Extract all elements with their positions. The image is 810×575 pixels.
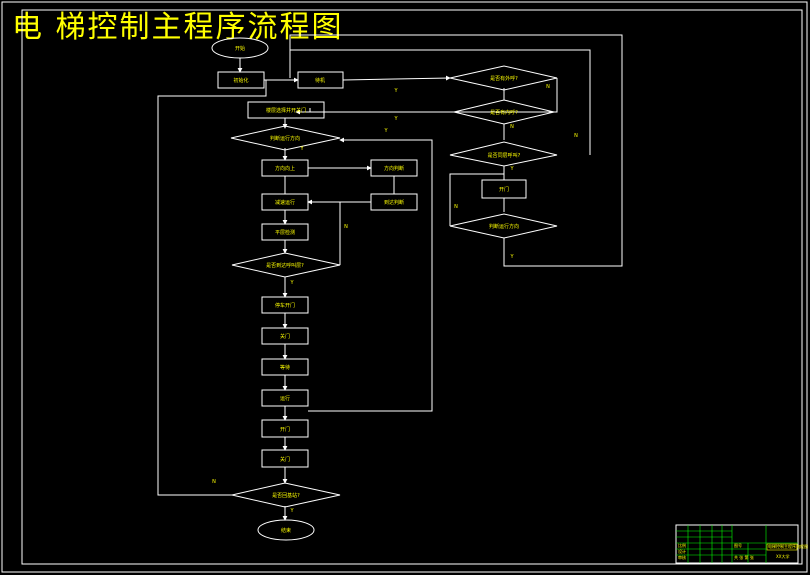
tb-drawing-no: 图号	[734, 542, 742, 548]
tb-design: 设计	[678, 548, 686, 554]
close-label: 关门	[280, 333, 290, 340]
start-terminal	[211, 37, 269, 59]
standby-label: 待机	[315, 77, 325, 84]
edge-label-n1: N	[546, 84, 550, 90]
same-floor-label: 是否同层呼叫?	[488, 152, 521, 159]
reach-floor-label: 是否到达呼叫层?	[266, 262, 304, 269]
floor-select-label: 楼层选择并开关门	[266, 107, 306, 114]
dir-decision	[230, 125, 341, 151]
decel-label: 减速运行	[275, 199, 295, 206]
open-door-box	[481, 179, 527, 199]
close2-box	[261, 449, 309, 468]
open-label: 开门	[280, 426, 290, 433]
level-label: 平层检测	[275, 229, 295, 236]
reach-box	[370, 193, 418, 211]
open-box	[261, 419, 309, 438]
init-box	[217, 71, 265, 89]
flow-shapes	[211, 37, 558, 541]
end-label: 结束	[281, 527, 291, 534]
reach-floor-decision	[231, 252, 341, 278]
tb-sheets: 共 张 第 张	[734, 554, 754, 560]
page-title: 电 梯控制主程序流程图	[12, 10, 344, 45]
judge-dir-decision	[449, 213, 558, 239]
edge-label-n8: N	[212, 479, 216, 485]
edge-label-n2: N	[510, 124, 514, 130]
flow-lines	[157, 34, 623, 521]
stop-box	[261, 296, 309, 314]
tb-school: XX大学	[776, 553, 789, 559]
edge-label-y2: Y	[393, 116, 398, 122]
edge-label-y7: Y	[289, 280, 294, 286]
judge-dir-label: 判断运行方向	[489, 223, 519, 230]
edge-label-y3: Y	[383, 128, 388, 134]
hall-call-label: 是否有外呼?	[490, 75, 518, 82]
check-decision	[231, 482, 341, 508]
edge-label-y8: Y	[289, 508, 294, 514]
edge-label-y1: Y	[393, 88, 398, 94]
car-call-decision	[453, 99, 555, 125]
end-terminal	[257, 519, 315, 541]
inner-frame	[21, 9, 803, 565]
open-door-label: 开门	[499, 186, 509, 193]
flow-labels: 开始 初始化 待机 是否有外呼? 是否有内呼? 是否同层呼叫? 开门 判断运行方…	[212, 45, 578, 534]
edge-label-y4: Y	[299, 146, 304, 152]
same-floor-decision	[449, 141, 558, 167]
standby-box	[297, 71, 344, 89]
car-call-label: 是否有内呼?	[490, 109, 518, 116]
edge-label-y5: Y	[509, 166, 514, 172]
run-box	[261, 389, 309, 407]
edge-label-n3: N	[574, 133, 578, 139]
dir-judge-label: 方向判断	[384, 165, 404, 172]
stop-label: 停车开门	[275, 302, 295, 309]
edge-label-n6: N	[344, 224, 348, 230]
init-label: 初始化	[233, 77, 248, 84]
close-box	[261, 327, 309, 345]
tb-title: 电梯控制主程序流程图	[768, 543, 808, 549]
wait-label: 等待	[280, 364, 290, 371]
floor-select-box	[247, 101, 325, 119]
dir-judge-box	[370, 159, 418, 177]
check-label: 是否回基站?	[272, 492, 300, 499]
tb-scale: 比例	[678, 542, 686, 548]
level-box	[261, 223, 309, 241]
edge-label-n5: N	[454, 204, 458, 210]
hall-call-decision	[449, 65, 558, 91]
close2-label: 关门	[280, 456, 290, 463]
reach-label: 到达判断	[384, 199, 404, 206]
wait-box	[261, 358, 309, 376]
dir-decision-label: 判断运行方向	[270, 135, 300, 142]
title-block: 比例 设计 审核 图号 共 张 第 张 电梯控制主程序流程图 XX大学	[675, 524, 808, 564]
run-label: 运行	[280, 395, 290, 402]
edge-label-y6: Y	[509, 254, 514, 260]
dir-up-box	[261, 159, 309, 177]
tb-review: 审核	[678, 554, 686, 560]
start-label: 开始	[235, 45, 245, 52]
dir-up-label: 方向向上	[275, 165, 295, 172]
decel-box	[261, 193, 309, 211]
